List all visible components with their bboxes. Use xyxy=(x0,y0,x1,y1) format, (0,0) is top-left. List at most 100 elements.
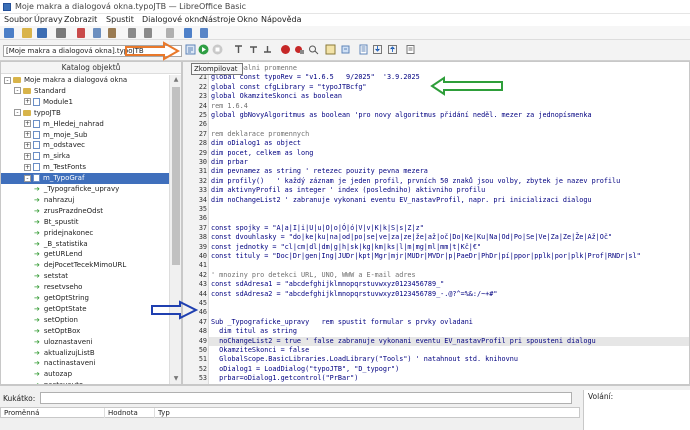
catalog-item[interactable]: ➔nastavauto xyxy=(1,380,169,384)
code-line[interactable]: dim pocet, celkem as long xyxy=(211,148,314,157)
step-out-icon[interactable] xyxy=(262,44,273,55)
redo-icon[interactable] xyxy=(144,28,152,38)
code-line[interactable]: const sdAdresa2 = "abcdefghijklmnopqrstu… xyxy=(211,289,498,298)
catalog-item[interactable]: ➔nahrazuj xyxy=(1,195,169,206)
code-line[interactable]: dim noChangeList2 ' zabranuje vykonani e… xyxy=(211,195,592,204)
menu-upravy[interactable]: Úpravy xyxy=(34,15,63,24)
catalog-item[interactable]: ➔getOptString xyxy=(1,293,169,304)
catalog-tree[interactable]: -Moje makra a dialogová okna-Standard+Mo… xyxy=(1,75,169,384)
catalog-item[interactable]: ➔Bt_spustit xyxy=(1,217,169,228)
expand-icon[interactable]: + xyxy=(24,131,31,138)
open-icon[interactable] xyxy=(22,28,32,38)
code-editor[interactable]: 2021222324252627282930313233343536373839… xyxy=(182,61,690,385)
code-line[interactable]: global OkamziteSkonci as boolean xyxy=(211,92,342,101)
catalog-item[interactable]: ➔getURLend xyxy=(1,249,169,260)
menu-spustit[interactable]: Spustit xyxy=(106,15,134,24)
catalog-item[interactable]: ➔zrusPrazdneOdst xyxy=(1,206,169,217)
catalog-item[interactable]: +m_TestFonts xyxy=(1,162,169,173)
code-line[interactable]: dim titul as string xyxy=(211,327,297,336)
menu-dialogove-okno[interactable]: Dialogové okno xyxy=(142,15,205,24)
code-line[interactable]: Sub _Typograficke_upravy rem spustit for… xyxy=(211,317,473,326)
manage-breakpoints-icon[interactable] xyxy=(294,44,305,55)
menu-okno[interactable]: Okno xyxy=(237,15,258,24)
catalog-item[interactable]: ➔setstat xyxy=(1,271,169,282)
code-line[interactable]: dim pevnamez as string ' retezec pouzity… xyxy=(211,167,428,176)
code-line[interactable]: const tituly = "Doc|Dr|gen|Ing|JUDr|kpt|… xyxy=(211,252,641,260)
import-basic-icon[interactable] xyxy=(372,44,383,55)
copy-icon[interactable] xyxy=(93,28,101,38)
undo-icon[interactable] xyxy=(128,28,136,38)
code-line[interactable]: rem 1.6.4 xyxy=(211,101,248,110)
menu-nastroje[interactable]: Nástroje xyxy=(202,15,236,24)
cut-icon[interactable] xyxy=(77,28,85,38)
library-select[interactable]: [Moje makra a dialogová okna].typoJTB xyxy=(3,45,182,57)
code-line[interactable]: dim prbar xyxy=(211,158,248,166)
collapse-icon[interactable]: - xyxy=(24,174,31,182)
catalog-item[interactable]: +m_Hledej_nahrad xyxy=(1,119,169,130)
code-line[interactable]: ' mnoziny pro detekci URL, UNO, WWW a E-… xyxy=(211,270,416,279)
code-line[interactable]: rem deklarace promennych xyxy=(211,129,310,138)
module-icon[interactable] xyxy=(200,28,208,38)
expand-icon[interactable]: + xyxy=(24,163,31,171)
catalog-item[interactable]: ➔setOption xyxy=(1,315,169,326)
menu-zobrazit[interactable]: Zobrazit xyxy=(64,15,98,24)
paste-icon[interactable] xyxy=(108,28,116,38)
code-line[interactable]: GlobalScope.BasicLibraries.LoadLibrary("… xyxy=(211,355,518,364)
watch-col-type[interactable]: Typ xyxy=(158,409,170,417)
collapse-icon[interactable]: - xyxy=(14,109,21,117)
catalog-item[interactable]: ➔getOptState xyxy=(1,304,169,315)
breakpoint-icon[interactable] xyxy=(280,44,291,55)
catalog-item[interactable]: -m_TypoGraf xyxy=(1,173,169,184)
code-line[interactable]: global const typoRev = "v1.6.5 9/2025" '… xyxy=(211,73,420,82)
insert-source-icon[interactable] xyxy=(405,44,416,55)
code-line[interactable]: dim aktivnyProfil as integer ' index (po… xyxy=(211,186,486,195)
catalog-item[interactable]: +Module1 xyxy=(1,97,169,108)
code-line[interactable]: prbar.value = 0 xyxy=(211,384,280,385)
catalog-item[interactable]: ➔uloznastaveni xyxy=(1,337,169,348)
catalog-item[interactable]: ➔autozap xyxy=(1,369,169,380)
catalog-item[interactable]: +m_odstavec xyxy=(1,140,169,151)
catalog-item[interactable]: -Moje makra a dialogová okna xyxy=(1,75,169,86)
collapse-icon[interactable]: - xyxy=(14,87,21,95)
export-basic-icon[interactable] xyxy=(387,44,398,55)
object-catalog-icon[interactable] xyxy=(325,44,336,55)
catalog-item[interactable]: ➔_Typograficke_upravy xyxy=(1,184,169,195)
menu-soubor[interactable]: Soubor xyxy=(4,15,33,24)
catalog-item[interactable]: ➔pridejnakonec xyxy=(1,228,169,239)
macros-icon[interactable] xyxy=(184,28,192,38)
select-module-icon[interactable] xyxy=(358,44,369,55)
compile-icon[interactable] xyxy=(185,44,196,55)
expand-icon[interactable]: + xyxy=(24,141,31,149)
catalog-item[interactable]: +m_sirka xyxy=(1,151,169,162)
code-line[interactable]: dim profily() ' každý záznam je jeden pr… xyxy=(211,176,621,185)
catalog-item[interactable]: ➔aktualizujListB xyxy=(1,348,169,359)
code-line[interactable]: dim oDialog1 as object xyxy=(211,139,302,148)
watch-col-variable[interactable]: Proměnná xyxy=(1,408,105,418)
catalog-item[interactable]: ➔setOptBox xyxy=(1,326,169,337)
stop-icon[interactable] xyxy=(212,44,223,55)
catalog-item[interactable]: ➔nactinastaveni xyxy=(1,358,169,369)
code-line[interactable]: prbar=oDialog1.getcontrol("PrBar") xyxy=(211,374,359,383)
code-line[interactable]: const jednotky = "cl|cm|dl|dm|g|h|sk|kg|… xyxy=(211,242,482,251)
menu-napoveda[interactable]: Nápověda xyxy=(261,15,302,24)
catalog-item[interactable]: ➔resetvseho xyxy=(1,282,169,293)
catalog-item[interactable]: ➔dejPocetTecekMimoURL xyxy=(1,260,169,271)
expand-icon[interactable]: + xyxy=(24,152,31,160)
select-macro-icon[interactable] xyxy=(340,44,351,55)
code-line[interactable]: const spojky = "A|a|I|i|U|u|O|o|Ó|ó|V|v|… xyxy=(211,223,424,232)
catalog-item[interactable]: +m_moje_Sub xyxy=(1,130,169,141)
catalog-item[interactable]: -Standard xyxy=(1,86,169,97)
print-icon[interactable] xyxy=(56,28,66,38)
find-icon[interactable] xyxy=(166,28,174,38)
code-line[interactable]: global gbNovyAlgoritmus as boolean 'pro … xyxy=(211,111,592,119)
code-line[interactable]: oDialog1 = LoadDialog("typoJTB", "D_typo… xyxy=(211,364,400,373)
code-line[interactable]: global const cfgLibrary = "typoJTBcfg" xyxy=(211,82,367,91)
catalog-item[interactable]: ➔_B_statistika xyxy=(1,239,169,250)
expand-icon[interactable]: + xyxy=(24,98,31,106)
save-icon[interactable] xyxy=(37,28,47,38)
scrollbar-thumb[interactable] xyxy=(172,87,180,265)
code-line[interactable]: const sdAdresa1 = "abcdefghijklmnopqrstu… xyxy=(211,280,445,289)
watch-icon[interactable] xyxy=(308,44,319,55)
step-into-icon[interactable] xyxy=(233,44,244,55)
scroll-up-icon[interactable]: ▲ xyxy=(173,76,179,83)
